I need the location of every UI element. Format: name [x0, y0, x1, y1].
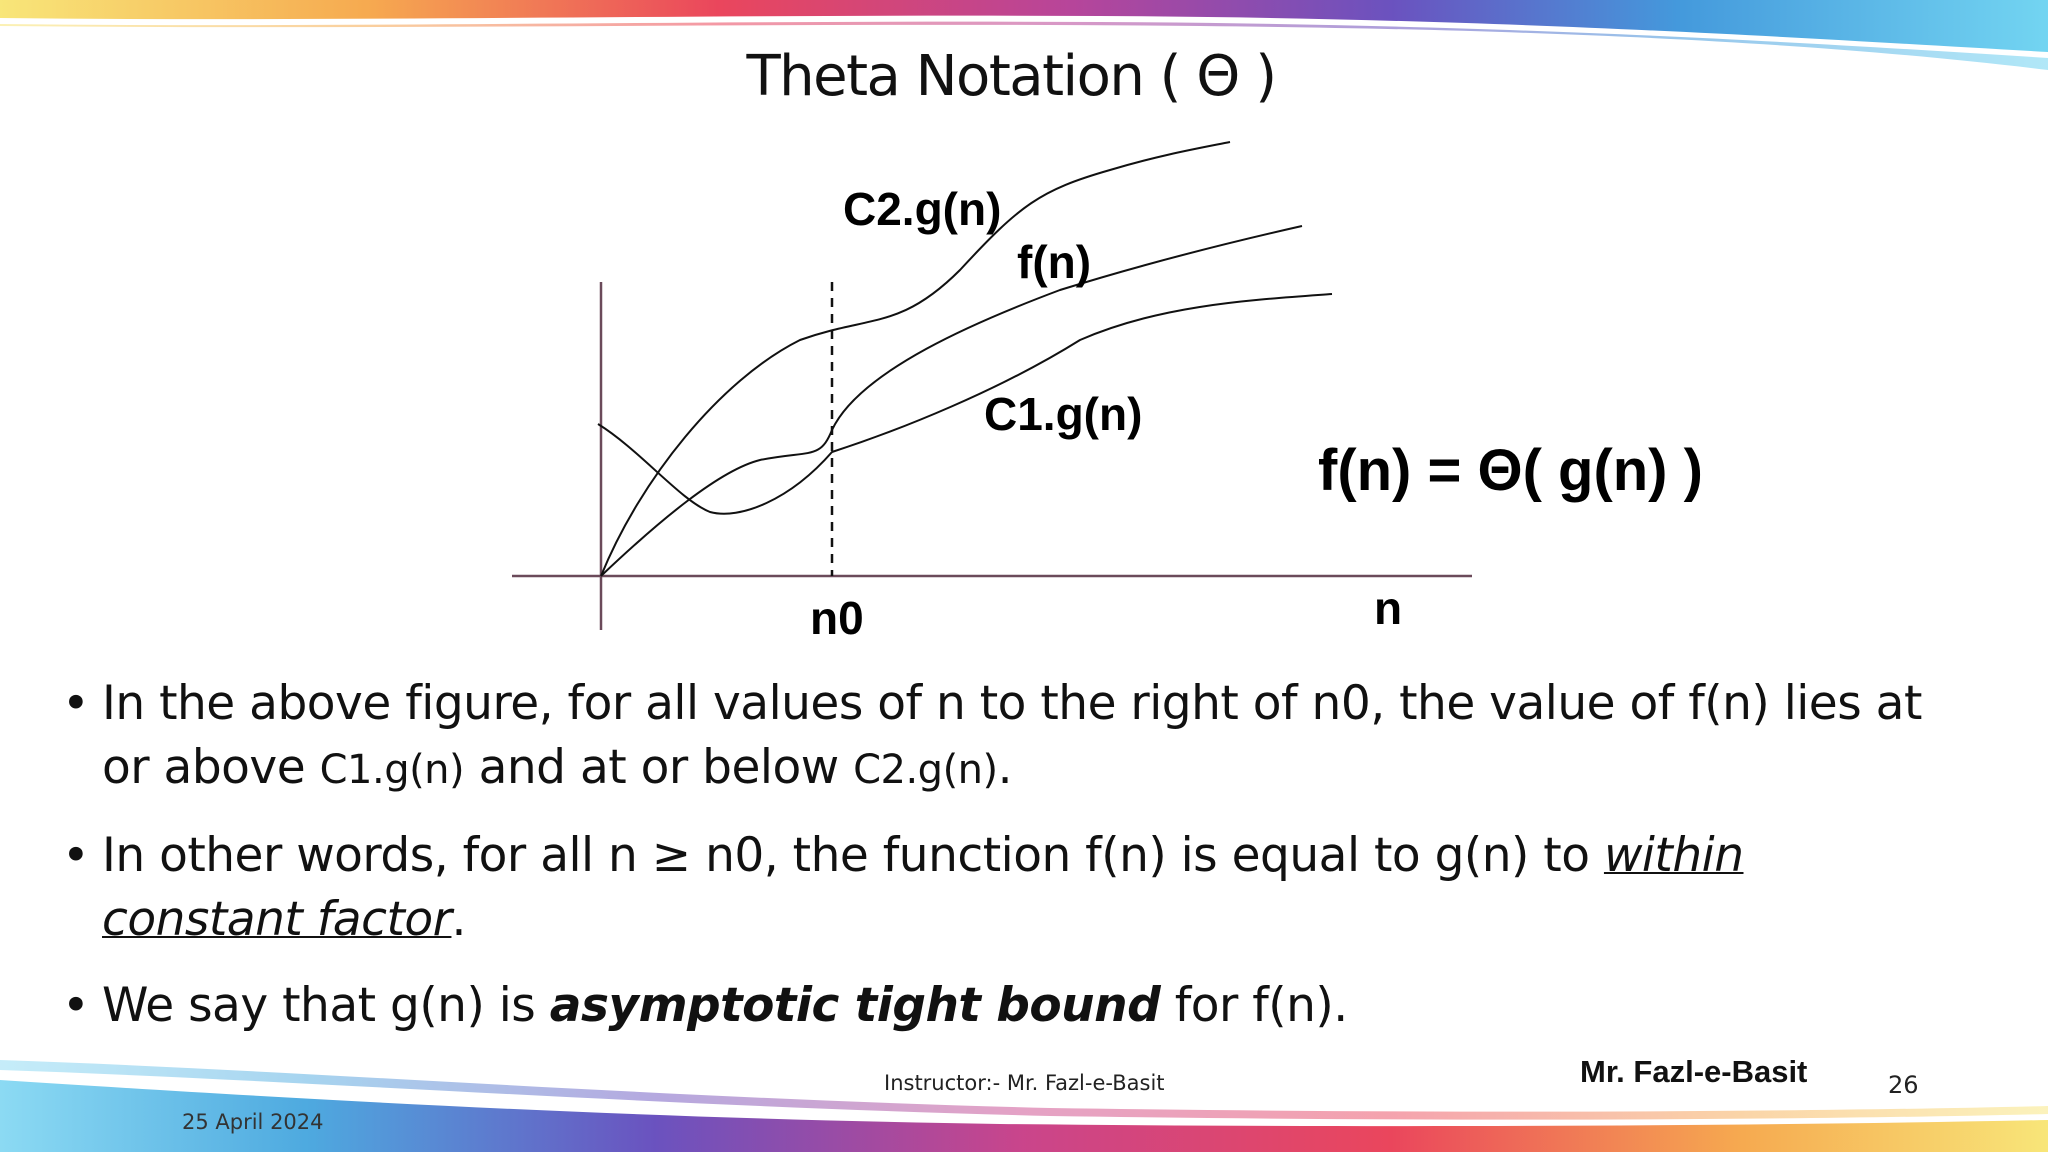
top-stroke-thin — [0, 21, 2048, 70]
bottom-stroke-thin — [0, 1060, 2048, 1120]
label-f-n: f(n) — [1017, 236, 1091, 288]
bullet-list: In the above figure, for all values of n… — [62, 672, 1922, 1060]
label-c2-g-n: C2.g(n) — [843, 183, 1001, 235]
slide-title: Theta Notation ( Θ ) — [746, 44, 1277, 109]
label-n: n — [1374, 582, 1402, 634]
label-n0: n0 — [810, 592, 864, 644]
bullet-item: In the above figure, for all values of n… — [62, 672, 1922, 802]
bullet-item: In other words, for all n ≥ n0, the func… — [62, 824, 1922, 952]
footer-author: Mr. Fazl-e-Basit — [1580, 1054, 1808, 1089]
footer-instructor: Instructor:- Mr. Fazl-e-Basit — [884, 1071, 1165, 1095]
top-stroke — [0, 0, 2048, 52]
bullet-item: We say that g(n) is asymptotic tight bou… — [62, 974, 1922, 1038]
label-c1-g-n: C1.g(n) — [984, 388, 1142, 440]
curve-c2-g-n — [600, 141, 1231, 577]
slide-number: 26 — [1888, 1071, 1919, 1099]
bottom-stroke — [0, 1080, 2048, 1152]
footer-date: 25 April 2024 — [182, 1110, 324, 1134]
curve-c1-g-n — [597, 293, 1333, 515]
curve-f-n — [600, 225, 1303, 577]
equation-label: f(n) = Θ( g(n) ) — [1318, 438, 1703, 503]
